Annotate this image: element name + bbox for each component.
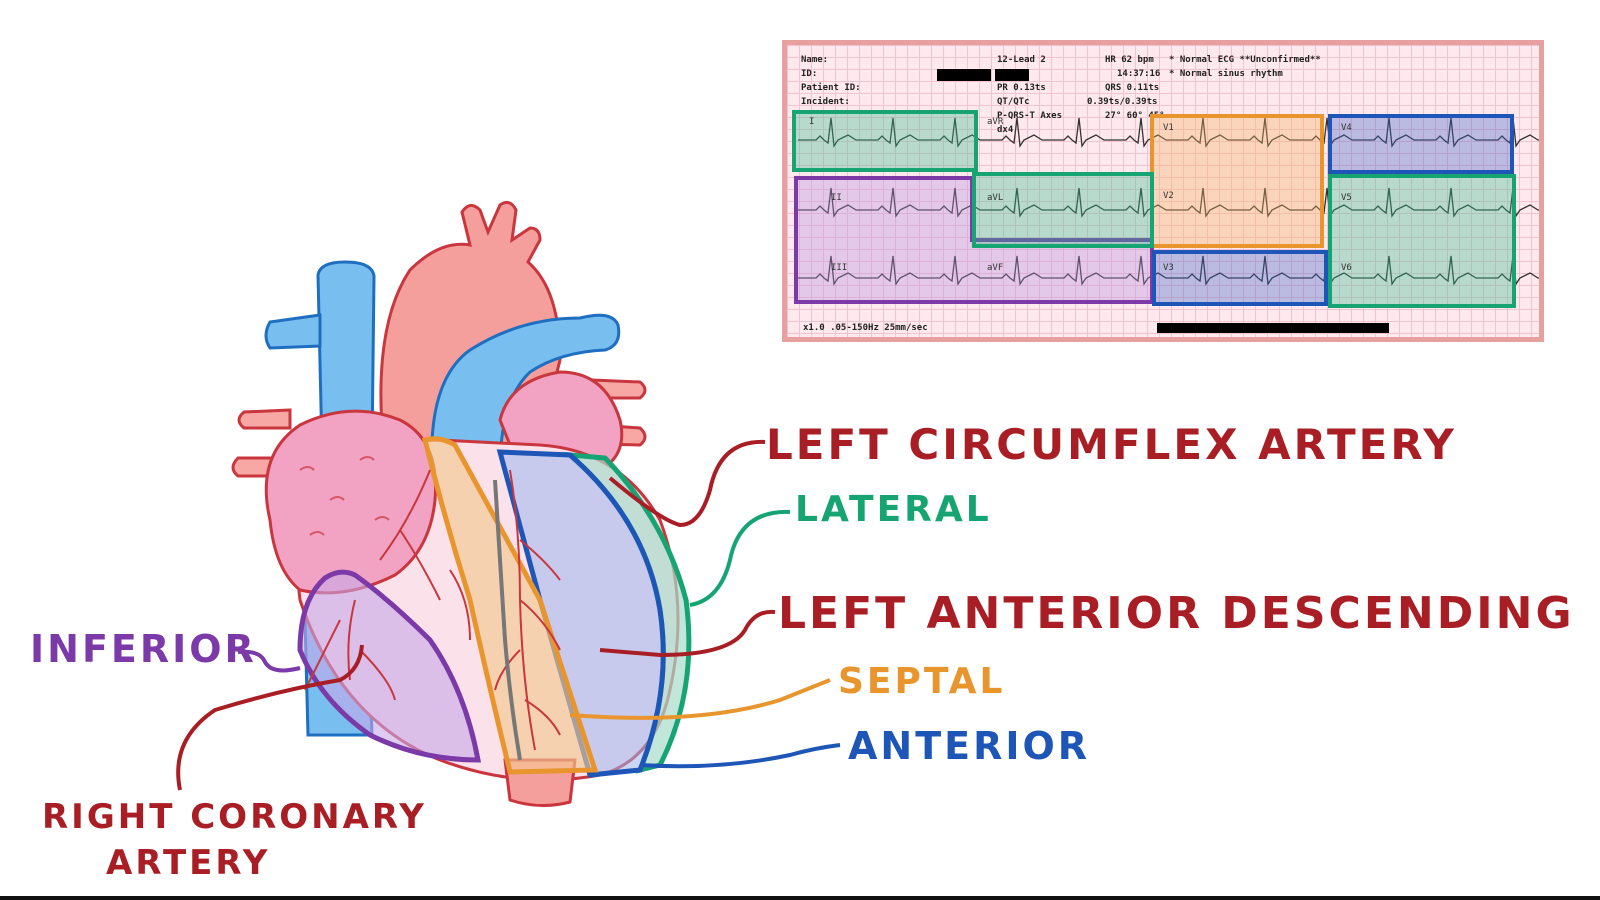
label-lateral: LATERAL bbox=[795, 489, 992, 530]
ecg-trace-row bbox=[798, 187, 1539, 218]
lead-label-iii: III bbox=[831, 263, 848, 273]
label-right-coronary-artery-line1: RIGHT CORONARY bbox=[42, 797, 427, 837]
lateral-leader bbox=[689, 509, 791, 607]
label-anterior: ANTERIOR bbox=[848, 724, 1091, 768]
atrium-texture bbox=[299, 456, 390, 536]
inferior-region bbox=[297, 569, 482, 763]
ecg-printout: Name: ID: Patient ID: Incident: 12-Lead … bbox=[782, 40, 1544, 342]
lead-label-i: I bbox=[809, 117, 815, 127]
lead-label-ii: II bbox=[831, 193, 842, 203]
lead-label-v5: V5 bbox=[1341, 193, 1352, 203]
ecg-qt-value: 0.39ts/0.39ts bbox=[1087, 97, 1158, 107]
lead-label-avr: aVR bbox=[987, 117, 1004, 127]
ecg-redaction-id bbox=[937, 69, 991, 81]
ecg-qt: QT/QTc bbox=[997, 97, 1030, 107]
coronary-vessels bbox=[304, 469, 561, 751]
ecg-name-label: Name: bbox=[801, 55, 829, 65]
ecg-patient-id-label: Patient ID: bbox=[801, 83, 861, 93]
ecg-axis-value: 27° 60° 45° bbox=[1105, 111, 1165, 121]
ecg-grid bbox=[787, 45, 1539, 337]
septal-region bbox=[421, 436, 599, 775]
lead-label-v4: V4 bbox=[1341, 123, 1352, 133]
anterior-region bbox=[496, 449, 666, 778]
ecg-interpretation-1: * Normal ECG **Unconfirmed** bbox=[1169, 55, 1321, 65]
ecg-box-lateral-v5v6 bbox=[1328, 174, 1516, 308]
ecg-box-lateral-i bbox=[792, 110, 978, 172]
lead-label-v6: V6 bbox=[1341, 263, 1352, 273]
ecg-box-lateral-avl bbox=[972, 172, 1154, 248]
ecg-pr: PR 0.13ts bbox=[997, 83, 1046, 93]
ecg-traces bbox=[792, 110, 1539, 308]
lead-label-v3: V3 bbox=[1163, 263, 1174, 273]
ecg-interpretation-2: * Normal sinus rhythm bbox=[1169, 69, 1283, 79]
label-left-circumflex-artery: LEFT CIRCUMFLEX ARTERY bbox=[766, 420, 1457, 469]
label-septal: SEPTAL bbox=[838, 661, 1006, 702]
ecg-redaction-id-2 bbox=[995, 69, 1029, 81]
septal-leader bbox=[569, 678, 831, 720]
lead-label-avl: aVL bbox=[987, 193, 1004, 203]
superior-vena-cava bbox=[316, 260, 376, 452]
ecg-time: 14:37:16 bbox=[1117, 69, 1161, 79]
lead-label-v2: V2 bbox=[1163, 191, 1174, 201]
ecg-box-anterior-v4 bbox=[1328, 114, 1514, 174]
rca-leader bbox=[176, 644, 364, 791]
label-inferior: INFERIOR bbox=[30, 627, 257, 671]
ecg-redaction-footer bbox=[1157, 323, 1389, 333]
ecg-qrs: QRS 0.11ts bbox=[1105, 83, 1160, 93]
inferior-leader bbox=[237, 649, 301, 673]
ecg-dx: dx4 bbox=[997, 125, 1014, 135]
septal-line bbox=[493, 479, 522, 761]
right-atrium bbox=[264, 409, 438, 595]
ecg-incident-label: Incident: bbox=[801, 97, 850, 107]
ecg-id-label: ID: bbox=[801, 69, 818, 79]
anterior-leader bbox=[639, 743, 841, 769]
svc-branch bbox=[264, 313, 322, 350]
label-left-anterior-descending: LEFT ANTERIOR DESCENDING bbox=[778, 588, 1575, 639]
bottom-rule bbox=[0, 896, 1600, 900]
lead-label-avf: aVF bbox=[987, 263, 1004, 273]
ecg-trace-row bbox=[798, 255, 1539, 286]
lcx-leader bbox=[608, 439, 766, 528]
ecg-footer: x1.0 .05-150Hz 25mm/sec bbox=[803, 323, 928, 333]
ecg-title: 12-Lead 2 bbox=[997, 55, 1046, 65]
ecg-box-septal-v1v2 bbox=[1150, 114, 1324, 248]
ecg-axis: P-QRS-T Axes bbox=[997, 111, 1063, 121]
lead-label-v1: V1 bbox=[1163, 123, 1174, 133]
pulmonary-trunk bbox=[430, 313, 621, 472]
ecg-box-anterior-v3 bbox=[1152, 250, 1328, 306]
label-right-coronary-artery-line2: ARTERY bbox=[106, 843, 271, 883]
ecg-trace-row bbox=[798, 117, 1539, 148]
lad-leader bbox=[599, 609, 776, 658]
ecg-hr: HR 62 bpm bbox=[1105, 55, 1154, 65]
